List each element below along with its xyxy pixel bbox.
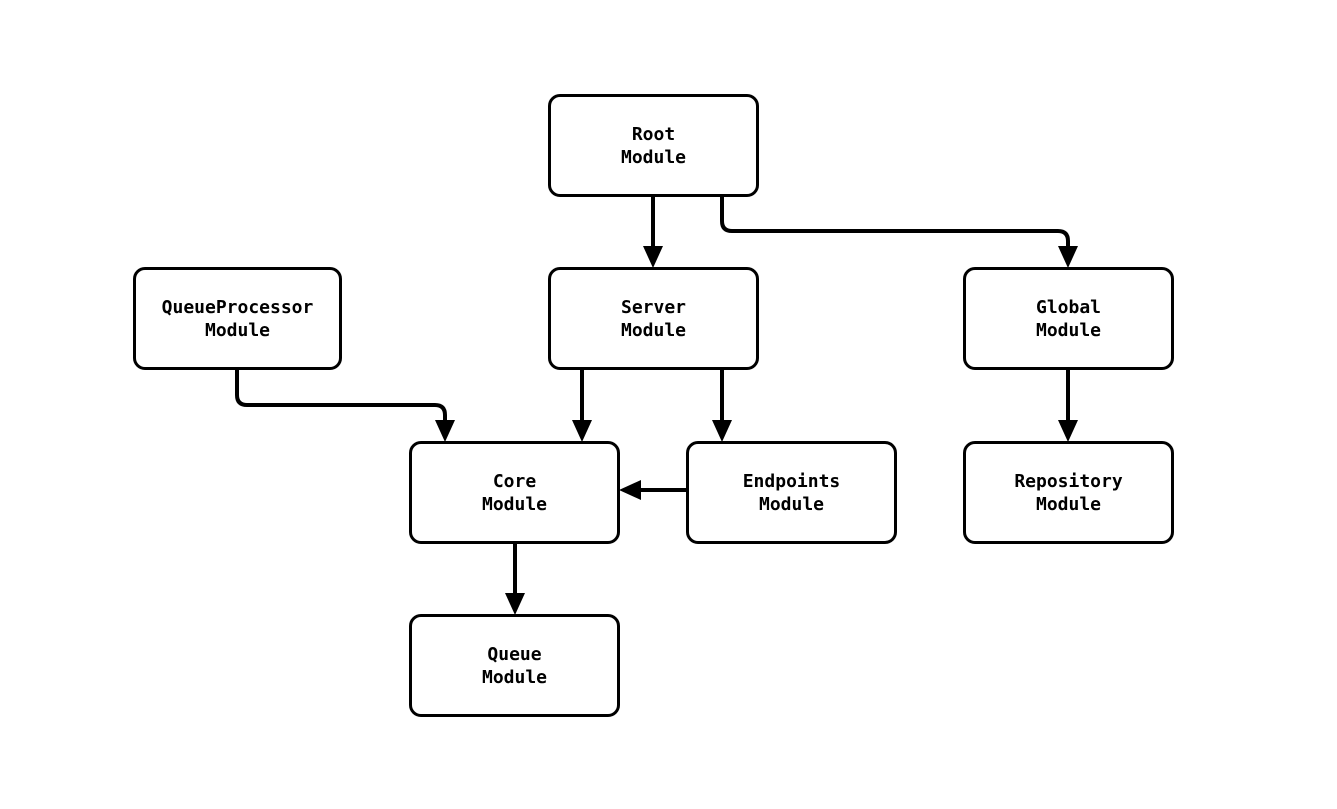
- edge-endpoints-core: [619, 480, 686, 500]
- node-endpoints-module-suffix: Module: [758, 493, 825, 515]
- node-server-module-name: Server: [620, 296, 687, 318]
- edge-root-server: [643, 197, 663, 268]
- node-server-module-suffix: Module: [620, 319, 687, 341]
- edge-server-core: [572, 370, 592, 442]
- node-root-module[interactable]: Root Module: [548, 94, 759, 197]
- node-core-module-suffix: Module: [481, 493, 548, 515]
- node-endpoints-module-name: Endpoints: [742, 470, 841, 492]
- node-queueprocessor-module-name: QueueProcessor: [161, 296, 314, 318]
- node-queueprocessor-module[interactable]: QueueProcessor Module: [133, 267, 342, 370]
- node-root-module-suffix: Module: [620, 146, 687, 168]
- node-core-module-name: Core: [492, 470, 537, 492]
- node-endpoints-module[interactable]: Endpoints Module: [686, 441, 897, 544]
- node-repository-module-suffix: Module: [1035, 493, 1102, 515]
- node-queue-module-suffix: Module: [481, 666, 548, 688]
- node-queue-module-name: Queue: [487, 643, 542, 665]
- node-queue-module[interactable]: Queue Module: [409, 614, 620, 717]
- node-global-module-suffix: Module: [1035, 319, 1102, 341]
- node-repository-module-name: Repository: [1014, 470, 1123, 492]
- edge-queueprocessor-core: [235, 370, 455, 442]
- edge-root-global: [720, 197, 1078, 268]
- node-queueprocessor-module-suffix: Module: [204, 319, 271, 341]
- edge-core-queue: [505, 544, 525, 615]
- node-global-module[interactable]: Global Module: [963, 267, 1174, 370]
- node-core-module[interactable]: Core Module: [409, 441, 620, 544]
- node-global-module-name: Global: [1035, 296, 1102, 318]
- edge-server-endpoints: [712, 370, 732, 442]
- node-root-module-name: Root: [631, 123, 676, 145]
- node-server-module[interactable]: Server Module: [548, 267, 759, 370]
- node-repository-module[interactable]: Repository Module: [963, 441, 1174, 544]
- edge-global-repository: [1058, 370, 1078, 442]
